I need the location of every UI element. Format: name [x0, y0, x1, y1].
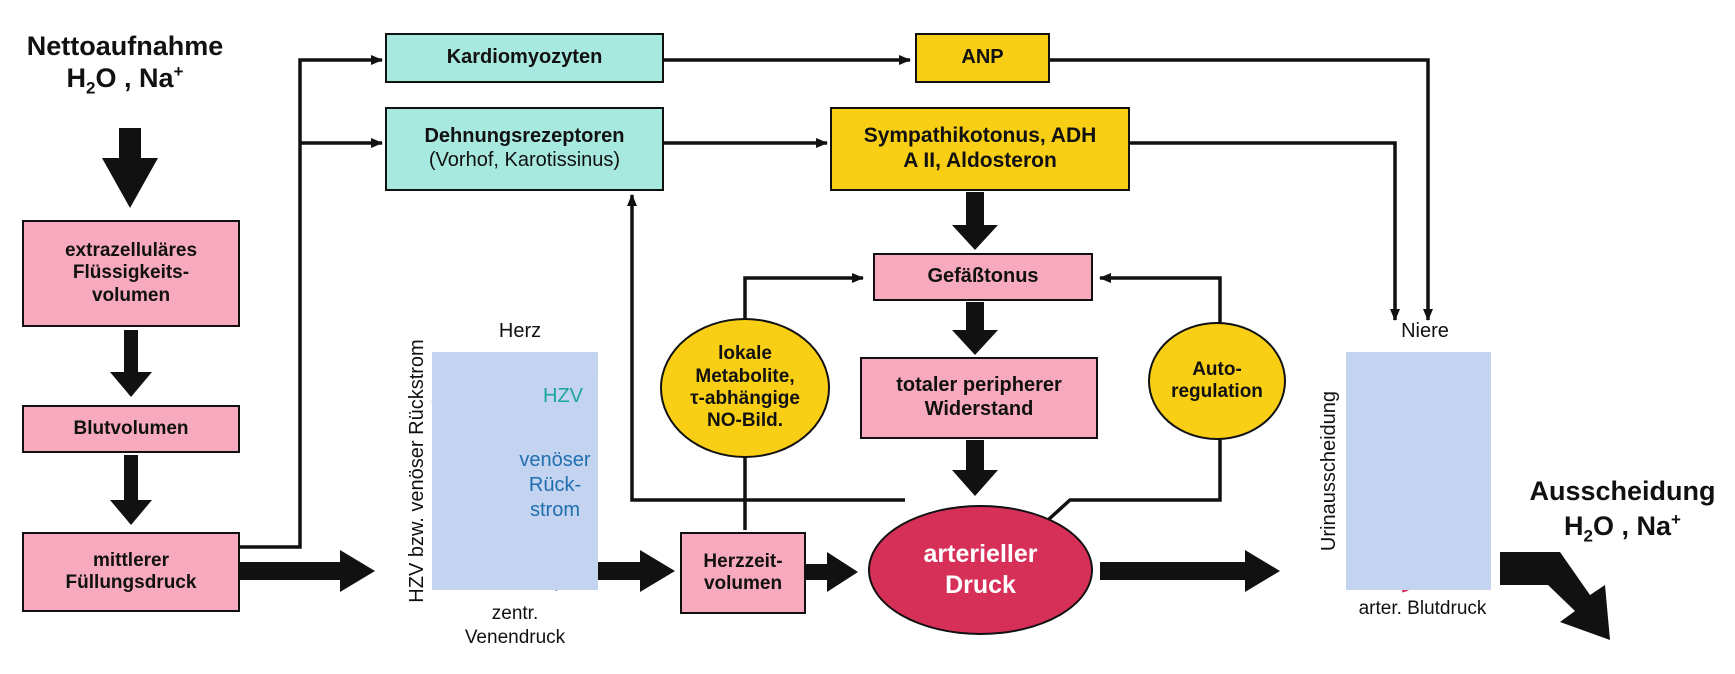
hzv-curve-label: HZV — [543, 385, 583, 407]
line-sympathetic-to-kidney — [1130, 141, 1400, 321]
kidney-plot-title: Niere — [1401, 320, 1449, 342]
line-pressure-feedback-to-receptors — [627, 194, 905, 502]
heart-plot-ylabel: HZV bzw. venöser Rückstrom — [406, 339, 428, 603]
intake-label: Nettoaufnahme H2O , Na+ — [10, 30, 240, 99]
vascular-tone-box: Gefäßtonus — [873, 253, 1093, 301]
intake-formula: H2O , Na+ — [66, 62, 184, 98]
line-pressure-to-vascular-tone — [1046, 273, 1222, 522]
thick-arrow-pressure-to-kidney — [1100, 550, 1280, 592]
cardiac-output-box: Herzzeit- volumen — [680, 532, 806, 614]
thick-arrow-heart-to-output — [598, 550, 675, 592]
heart-plot-area — [432, 352, 598, 590]
thick-arrow-ecf-to-blood — [110, 330, 152, 397]
metabolites-oval: lokale Metabolite, τ-abhängige NO-Bild. — [660, 318, 830, 458]
thick-arrow-output-to-pressure — [806, 552, 858, 592]
tpr-box: totaler peripherer Widerstand — [860, 357, 1098, 439]
heart-plot-xlabel: zentr. Venendruck — [464, 603, 566, 648]
excretion-title: Ausscheidung — [1529, 476, 1716, 506]
thick-arrow-intake — [102, 128, 158, 208]
blood-volume-box: Blutvolumen — [22, 405, 240, 453]
line-anp-to-kidney — [1050, 58, 1433, 321]
sympathetic-box: Sympathikotonus, ADH A II, Aldosteron — [830, 107, 1130, 191]
kidney-plot-area — [1346, 352, 1491, 590]
thick-arrow-sympathetic-to-tone — [952, 192, 998, 250]
kidney-plot-xlabel: arter. Blutdruck — [1358, 598, 1487, 619]
excretion-label: Ausscheidung H2O , Na+ — [1510, 475, 1735, 546]
ecf-volume-box: extrazelluläres Flüssigkeits- volumen — [22, 220, 240, 327]
intake-title: Nettoaufnahme — [26, 31, 224, 61]
thick-arrow-blood-to-filling — [110, 455, 152, 525]
cardiomyocytes-box: Kardiomyozyten — [385, 33, 664, 83]
anp-box: ANP — [915, 33, 1050, 83]
arterial-pressure-oval: arterieller Druck — [868, 505, 1093, 635]
venous-curve-label: venöser Rück- strom — [519, 449, 591, 521]
autoregulation-oval: Auto- regulation — [1148, 322, 1286, 440]
heart-plot-title: Herz — [498, 320, 542, 342]
filling-pressure-box: mittlerer Füllungsdruck — [22, 532, 240, 612]
kidney-plot-ylabel: Urinausscheidung — [1318, 390, 1340, 552]
thick-arrow-tpr-to-pressure — [952, 440, 998, 496]
stretch-receptors-box: Dehnungsrezeptoren (Vorhof, Karotissinus… — [385, 107, 664, 191]
thick-arrow-tone-to-tpr — [952, 302, 998, 355]
thick-arrow-filling-to-heart — [240, 550, 375, 592]
excretion-formula: H2O , Na+ — [1564, 509, 1681, 546]
thick-arrow-excretion — [1500, 552, 1610, 640]
line-filling-to-receptors — [240, 55, 383, 549]
